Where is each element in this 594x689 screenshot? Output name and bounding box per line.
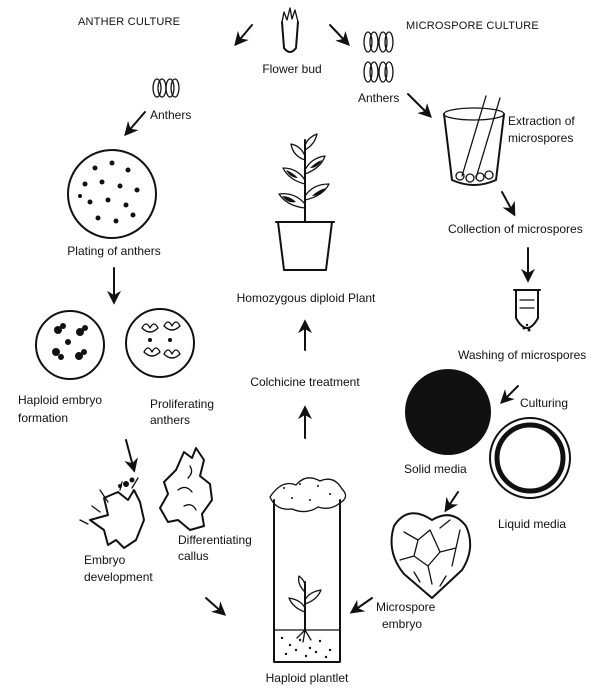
microspore-embryo-label-line1: Microspore: [376, 600, 435, 614]
arrow-right-to-plantlet: [352, 598, 372, 612]
arrow-to-microspore-culture: [330, 25, 348, 44]
petri-dish-plating-icon: [68, 150, 156, 238]
haploid-plantlet-tube-icon: [270, 478, 346, 662]
liquid-media-dish-icon: [490, 418, 570, 498]
extraction-label-line2: microspores: [508, 131, 573, 145]
embryo-development-icon: [80, 478, 144, 549]
haploid-embryo-dish-icon: [36, 311, 104, 379]
collection-label: Collection of microspores: [448, 222, 583, 236]
washing-label: Washing of microspores: [458, 348, 586, 362]
homozygous-diploid-plant-label: Homozygous diploid Plant: [237, 291, 376, 305]
microspore-culture-heading: MICROSPORE CULTURE: [406, 19, 539, 33]
arrow-to-embryo-development: [126, 440, 134, 470]
anthers-left-label: Anthers: [150, 108, 191, 122]
arrow-solid-to-embryo: [446, 492, 458, 510]
solid-media-dish-icon: [406, 370, 490, 454]
embryo-development-label-line1: Embryo: [84, 553, 125, 567]
haploid-embryo-label-line1: Haploid embryo: [18, 393, 102, 407]
solid-media-label: Solid media: [404, 462, 467, 476]
arrow-anthers-to-plating: [126, 112, 145, 134]
differentiating-callus-label-line2: callus: [178, 549, 209, 563]
microspore-embryo-label-line2: embryo: [382, 617, 422, 631]
anther-culture-heading: ANTHER CULTURE: [78, 15, 180, 29]
proliferating-anthers-label-line1: Proliferating: [150, 397, 214, 411]
arrow-to-anther-culture: [236, 25, 252, 44]
anthers-icon-left: [153, 79, 179, 97]
colchicine-treatment-label: Colchicine treatment: [250, 375, 359, 389]
arrow-left-to-plantlet: [206, 598, 224, 614]
beaker-extraction-icon: [444, 96, 504, 185]
centrifuge-tube-icon: [514, 290, 540, 332]
proliferating-anthers-label-line2: anthers: [150, 413, 190, 427]
microspore-embryo-icon: [392, 513, 471, 598]
plating-of-anthers-label: Plating of anthers: [67, 244, 160, 258]
liquid-media-label: Liquid media: [498, 517, 566, 531]
potted-plant-icon: [276, 134, 334, 270]
extraction-label-line1: Extraction of: [508, 114, 575, 128]
arrow-washing-to-culturing: [502, 386, 518, 402]
differentiating-callus-label-line1: Differentiating: [178, 533, 252, 547]
proliferating-anthers-dish-icon: [126, 309, 194, 377]
differentiating-callus-icon: [160, 448, 212, 530]
flower-bud-label: Flower bud: [262, 62, 321, 76]
arrow-extraction-to-collection: [502, 192, 514, 214]
culturing-label: Culturing: [520, 396, 568, 410]
anthers-right-label: Anthers: [358, 91, 399, 105]
arrow-anthers-to-extraction: [408, 94, 430, 116]
embryo-development-label-line2: development: [84, 570, 153, 584]
haploid-plantlet-label: Haploid plantlet: [266, 671, 349, 685]
flower-bud-icon: [282, 8, 298, 52]
haploid-embryo-label-line2: formation: [18, 411, 68, 425]
anthers-icon-right: [364, 32, 393, 82]
